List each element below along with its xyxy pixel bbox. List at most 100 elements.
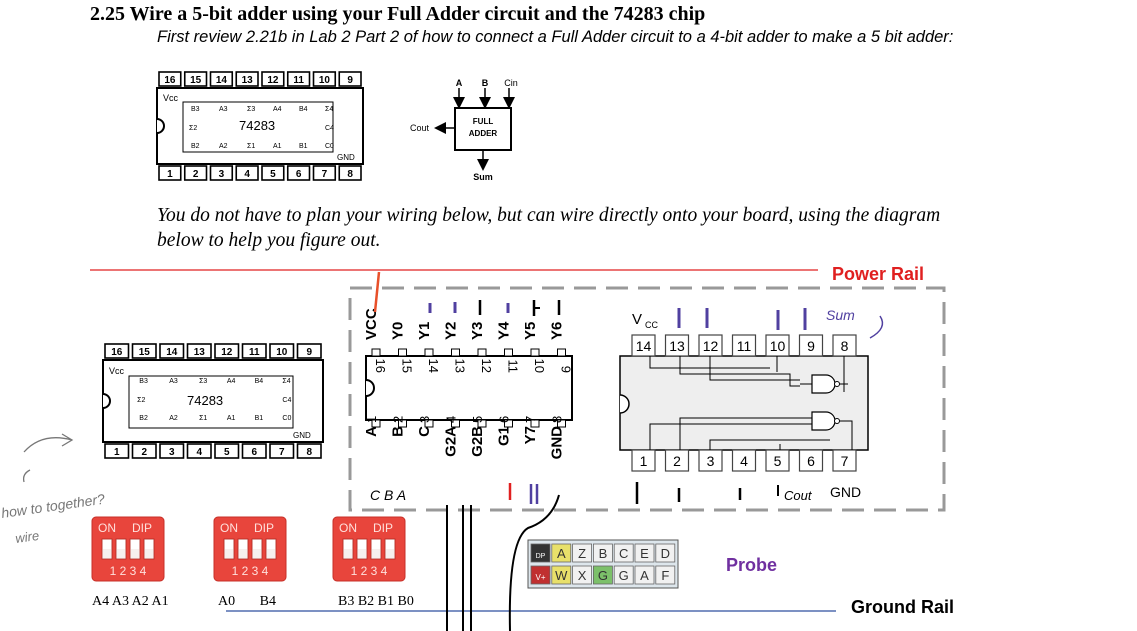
chip-name: 74283 [187,393,223,408]
gate-bottom-pin [664,449,690,472]
top-pin-number: 11 [249,347,260,358]
hand-cout: Cout [784,488,813,503]
dip-numbers: 1 2 3 4 [351,564,388,578]
signal-label: Σ4 [325,106,333,113]
top-pin [158,71,182,87]
gate-top-pin-number: 13 [669,338,685,354]
probe-cell [551,565,572,585]
dip-on-text: ON [220,521,238,535]
decoder-top-signal: VCC [363,308,380,340]
decoder-top-pin [424,348,434,357]
top-pin-number: 9 [306,347,312,358]
bottom-pin-number: 3 [169,447,175,458]
dip-on-text: ON [339,521,357,535]
probe-cell [551,543,572,563]
gate-top-pin [664,334,690,357]
bottom-pin-number: 5 [270,169,276,180]
top-pin [261,71,285,87]
dip-label-1: A4 A3 A2 A1 [92,594,169,609]
decoder-bottom-pin-number: 3 [417,416,432,423]
bottom-pin [209,165,234,181]
section-heading: 2.25 Wire a 5-bit adder using your Full … [90,3,706,25]
vcc-label: Vcc [163,93,179,103]
probe-cell-label: X [578,568,587,583]
decoder-bottom-signal: G2A [443,426,460,457]
bottom-pin [131,443,157,459]
decoder-top-pin-number: 11 [506,360,521,374]
dip-lever-knob [103,540,111,549]
decoder-bottom-pin [530,419,540,428]
signal-label: B2 [191,143,200,150]
decoder-top-signal: Y5 [522,322,539,340]
gate-bottom-pin [832,449,857,472]
signal-label: Σ4 [282,378,290,385]
top-pin-number: 12 [267,75,279,86]
decoder-bottom-pin-number: 6 [497,416,512,423]
dip-lever-knob [145,540,153,549]
top-pin [269,343,295,359]
decoder-bottom-pin-number: 2 [391,416,406,423]
signal-label: B1 [299,143,308,150]
gate-bottom-pin-number: 1 [640,453,648,469]
dip-lever-knob [117,540,125,549]
signal-label: B1 [255,415,264,422]
top-pin-number: 13 [194,347,206,358]
decoder-bottom-pin-number: 4 [444,416,459,423]
full-adder-title-2: ADDER [469,129,498,138]
instruction-line-2: below to help you figure out. [157,230,381,251]
probe-cell [634,543,655,563]
bottom-pin-number: 6 [296,169,302,180]
bottom-pin-number: 8 [347,169,353,180]
hand-question-2: wire [14,528,40,546]
decoder-top-pin-number: 9 [559,366,574,373]
signal-label: B4 [299,106,308,113]
decoder-top-pin-number: 15 [400,359,415,373]
signal-label: C0 [282,415,291,422]
hand-cba: C B A [370,487,406,503]
top-pin-number: 9 [347,75,353,86]
probe-cell-label: W [555,568,568,583]
bottom-pin-number: 1 [114,447,120,458]
signal-label: Σ1 [199,415,207,422]
gate-bottom-pin [765,449,790,472]
decoder-bottom-signal: B [390,426,407,437]
top-pin [183,71,208,87]
gate-top-pin-number: 12 [703,338,719,354]
decoder-top-pin [451,348,460,357]
decoder-bottom-pin [398,419,407,428]
probe-cell [593,565,613,585]
bottom-pin [186,443,212,459]
bottom-pin-number: 1 [167,169,173,180]
probe-cell [655,565,676,585]
decoder-top-pin [530,348,540,357]
bottom-pin [296,443,322,459]
decoder-bottom-pin [451,419,460,428]
gate-top-pin-number: 11 [737,338,752,354]
decoder-top-signal: Y6 [549,322,566,340]
probe-cell [613,565,634,585]
top-pin [296,343,322,359]
probe-cell-label: F [661,568,669,583]
probe-cell [634,565,655,585]
gate-bottom-pin-number: 6 [807,453,815,469]
probe-cell-label: A [640,568,649,583]
signal-label: Σ3 [247,106,255,113]
gate-top-pin [731,334,757,357]
decoder-bottom-pin-number: 7 [523,416,538,423]
dip-lever-knob [239,540,247,549]
decoder-bottom-signal: C [416,426,433,437]
signal-label: Σ2 [189,125,197,132]
signal-label: A1 [273,143,282,150]
signal-label: C0 [325,143,334,150]
gate-top-pin [631,334,656,357]
probe-cell [530,565,551,585]
bottom-pin [104,443,130,459]
gate-bottom-pin-number: 4 [740,453,748,469]
bottom-pin [183,165,208,181]
probe-cell-label: Z [578,546,586,561]
